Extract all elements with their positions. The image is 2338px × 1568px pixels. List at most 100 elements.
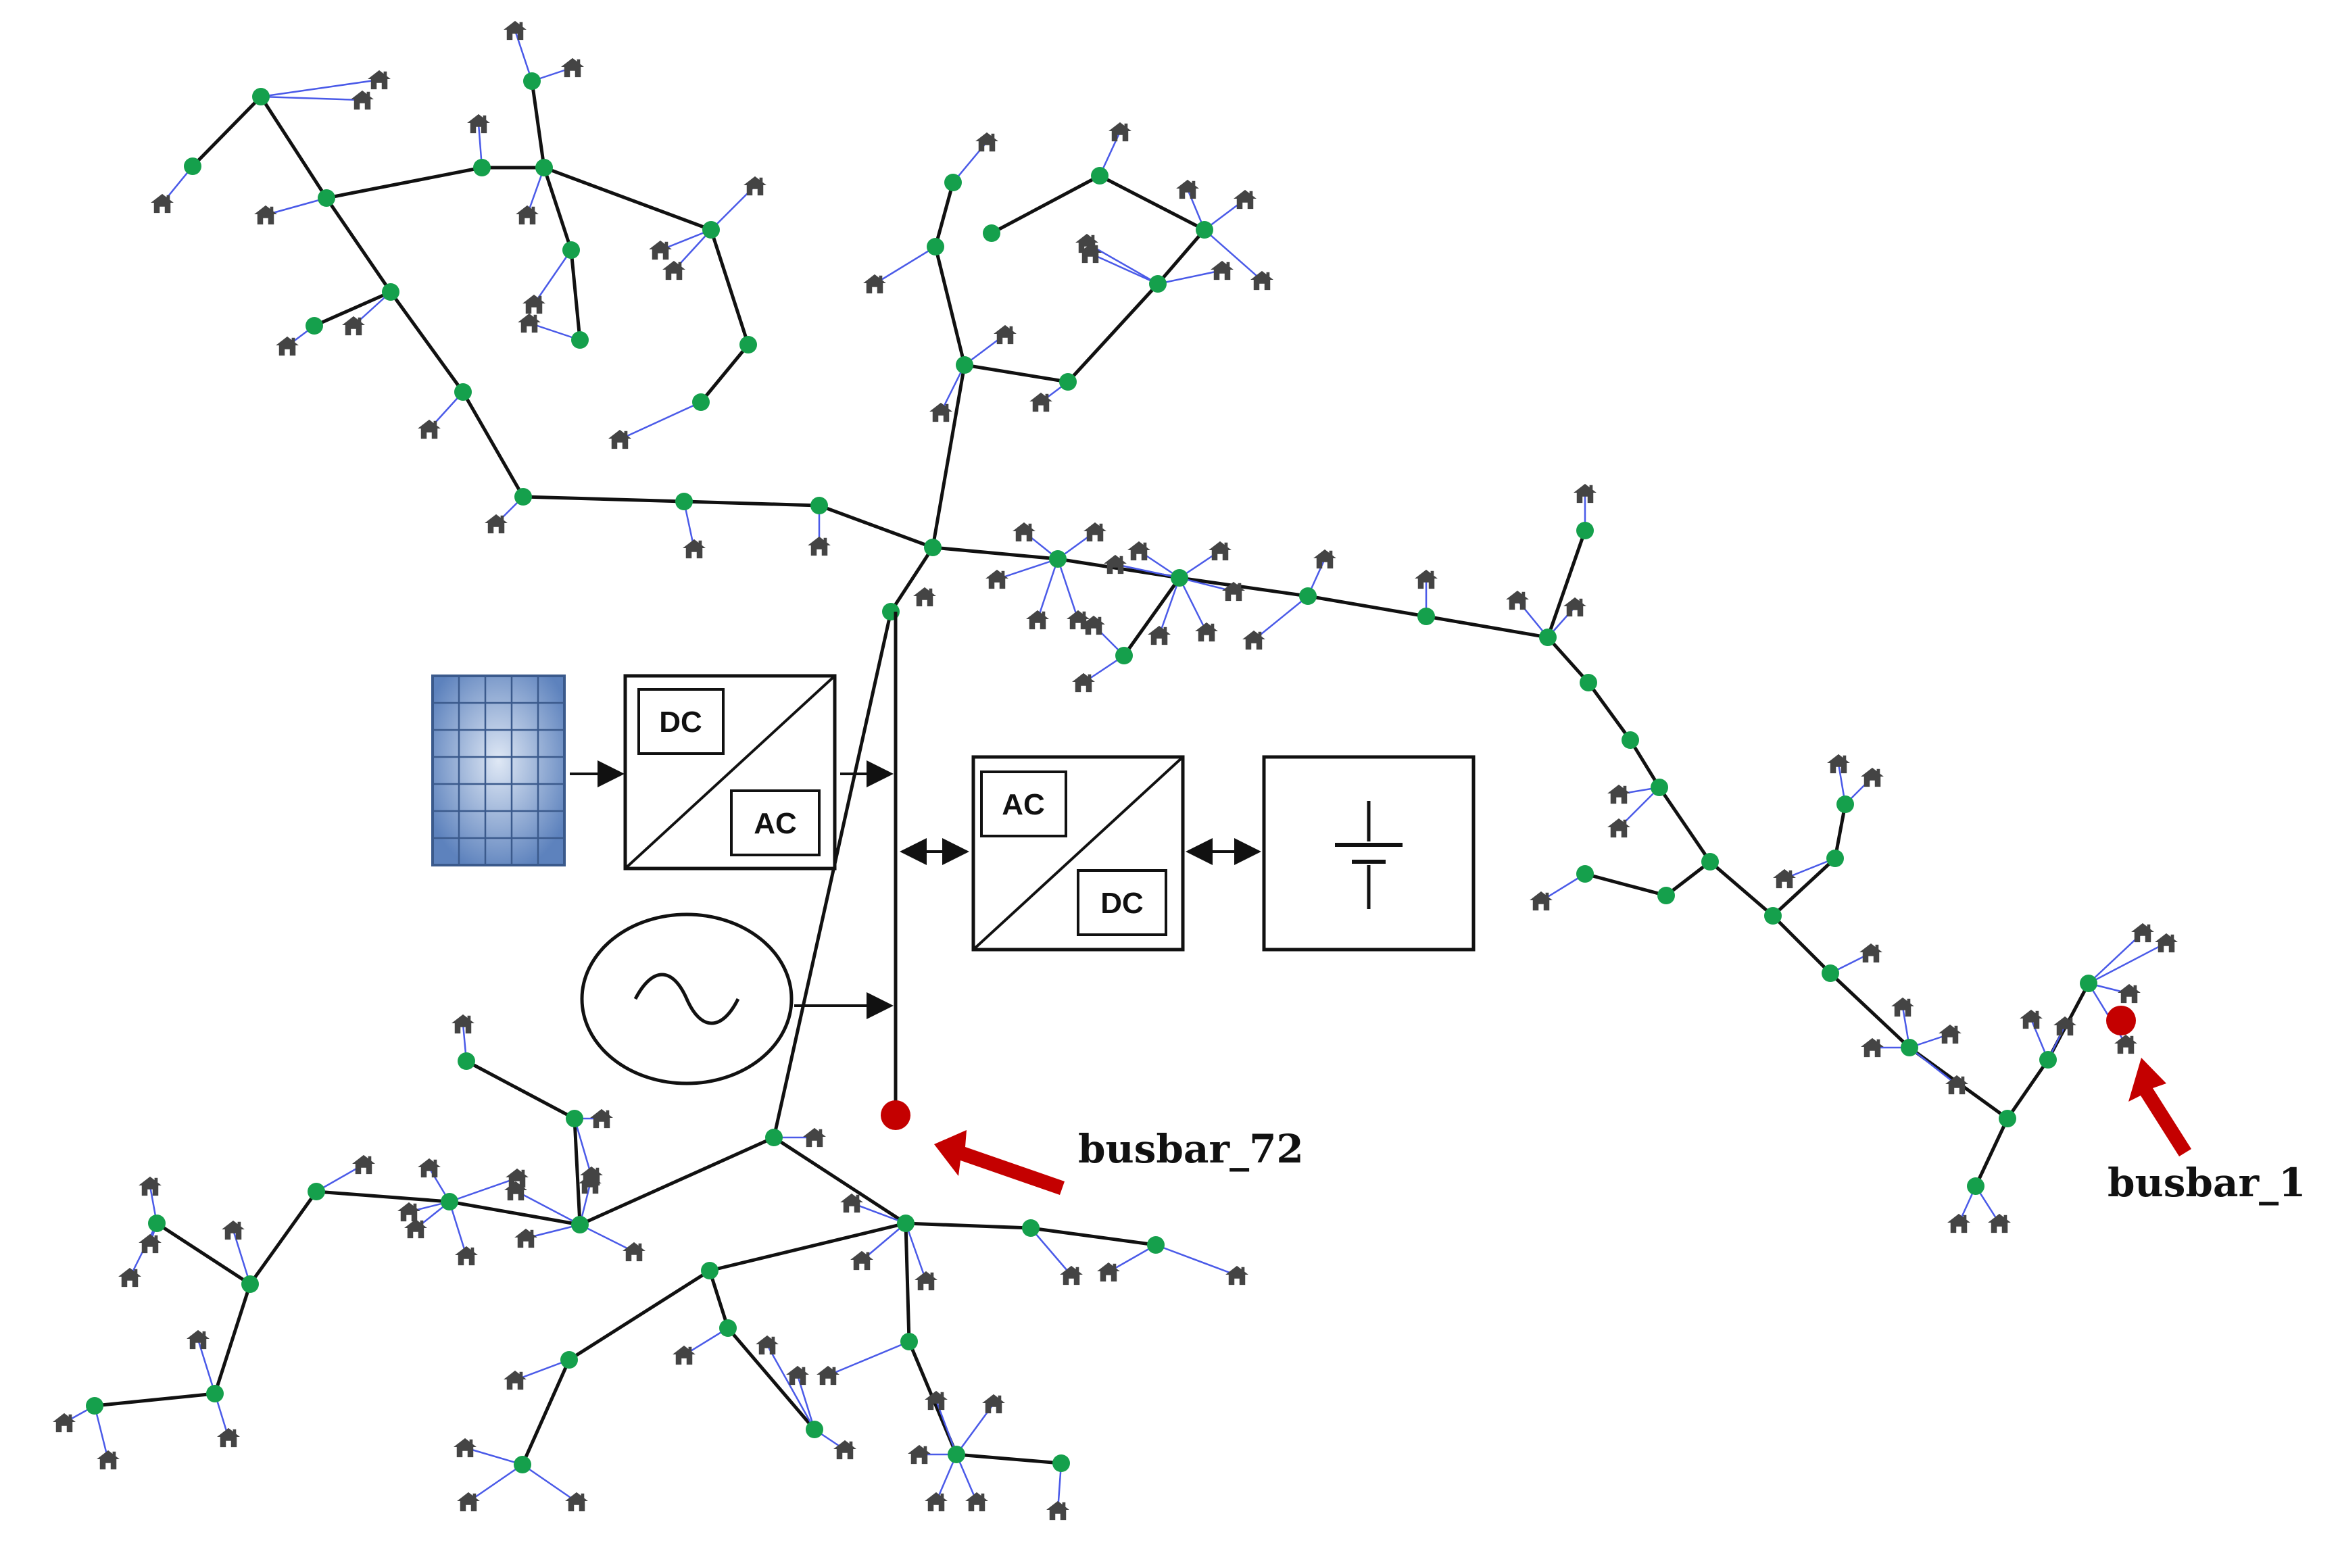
house-icon xyxy=(1563,597,1586,617)
house-icon xyxy=(485,514,508,534)
bus-node xyxy=(1580,674,1597,691)
bus-node xyxy=(86,1397,103,1415)
feeder-line xyxy=(1974,1117,2010,1187)
house-icon xyxy=(514,1228,537,1248)
bus-node xyxy=(571,1216,589,1233)
service-drop xyxy=(940,364,966,413)
house-icon xyxy=(565,1492,588,1512)
bus-node xyxy=(184,157,201,175)
bus-node xyxy=(983,224,1000,242)
house-icon xyxy=(351,90,374,110)
service-drop xyxy=(1115,563,1180,579)
feeder-line xyxy=(1657,786,1712,863)
house-icon xyxy=(786,1365,809,1386)
house-icon xyxy=(1127,541,1150,561)
service-drop xyxy=(515,1190,581,1226)
house-icon xyxy=(925,1492,948,1512)
house-icon xyxy=(2155,933,2178,953)
feeder-line xyxy=(1122,577,1182,657)
ac-generator-icon xyxy=(580,912,794,1085)
feeder-line xyxy=(313,290,392,328)
feeder-line xyxy=(956,1452,1062,1465)
inverter-ac-label: AC xyxy=(754,807,797,840)
feeder-line xyxy=(324,197,393,293)
service-drop xyxy=(514,1358,570,1381)
house-icon xyxy=(913,587,936,607)
bus-node xyxy=(956,356,973,374)
house-icon xyxy=(1506,590,1529,610)
service-drop xyxy=(996,558,1058,581)
feeder-line xyxy=(964,363,1069,384)
feeder-line xyxy=(449,1200,581,1227)
service-drop xyxy=(851,1202,906,1225)
service-drop xyxy=(260,78,380,98)
house-icon xyxy=(929,402,952,422)
service-drop xyxy=(1086,242,1159,285)
feeder-line xyxy=(932,545,1058,561)
bus-node xyxy=(1091,167,1109,185)
feeder-line xyxy=(931,364,967,548)
bus-node xyxy=(1149,275,1167,293)
service-drop xyxy=(660,228,712,251)
feeder-line xyxy=(155,1221,251,1286)
feeder-line xyxy=(1547,636,1590,684)
bus-node xyxy=(810,497,828,514)
feeder-line xyxy=(259,95,328,199)
house-icon xyxy=(1313,549,1336,569)
feeder-line xyxy=(520,1358,571,1466)
house-icon xyxy=(2131,923,2154,943)
service-drop xyxy=(619,401,702,441)
feeder-line xyxy=(1584,872,1667,898)
feeder-line xyxy=(465,1059,576,1121)
house-icon xyxy=(1097,1262,1120,1282)
house-icon xyxy=(1109,122,1131,142)
service-drop xyxy=(448,1201,468,1256)
service-drop xyxy=(1158,577,1181,636)
busbar-72-label: busbar_72 xyxy=(1078,1126,1304,1172)
feeder-line xyxy=(530,80,546,168)
feeder-line xyxy=(709,1221,906,1273)
house-icon xyxy=(608,429,631,449)
pv-panel-icon xyxy=(431,675,566,866)
feeder-line xyxy=(568,1269,711,1362)
bus-node xyxy=(692,393,710,411)
service-drop xyxy=(1056,558,1079,620)
house-icon xyxy=(1939,1024,1962,1044)
house-icon xyxy=(2118,983,2141,1004)
bus-node xyxy=(454,383,472,401)
feeder-line xyxy=(700,343,750,403)
house-icon xyxy=(53,1413,76,1433)
feeder-line xyxy=(708,1270,730,1329)
service-drop xyxy=(93,1405,109,1461)
service-drop xyxy=(265,197,327,216)
house-icon xyxy=(222,1220,245,1240)
bus-node xyxy=(523,72,541,90)
service-drop xyxy=(533,249,573,305)
feeder-line xyxy=(773,1135,907,1225)
feeder-line xyxy=(94,1392,216,1408)
bus-node xyxy=(806,1421,823,1438)
feeder-line xyxy=(213,1283,252,1394)
busbar-72-marker: busbar_72 xyxy=(881,1100,1304,1195)
feeder-line xyxy=(933,246,967,366)
bus-node xyxy=(1999,1110,2016,1127)
service-drop xyxy=(2088,932,2143,984)
service-drop xyxy=(464,1446,523,1466)
bus-node xyxy=(148,1215,166,1232)
feeder-line xyxy=(905,1221,1031,1230)
service-drop xyxy=(1155,1244,1238,1277)
busbar-1-label: busbar_1 xyxy=(2108,1160,2306,1206)
feeder-line xyxy=(1628,739,1661,789)
house-icon xyxy=(455,1246,478,1266)
house-icon xyxy=(623,1242,646,1262)
feeder-line xyxy=(1772,857,1836,917)
bus-node xyxy=(1576,865,1594,883)
house-icon xyxy=(504,1370,527,1390)
feeder-line xyxy=(1829,972,1911,1049)
bus-node xyxy=(1967,1177,1984,1195)
house-icon xyxy=(254,205,277,225)
inverter-dc-label: DC xyxy=(659,706,702,739)
bus-node xyxy=(948,1446,965,1463)
house-icon xyxy=(151,193,174,214)
house-icon xyxy=(1773,868,1796,889)
